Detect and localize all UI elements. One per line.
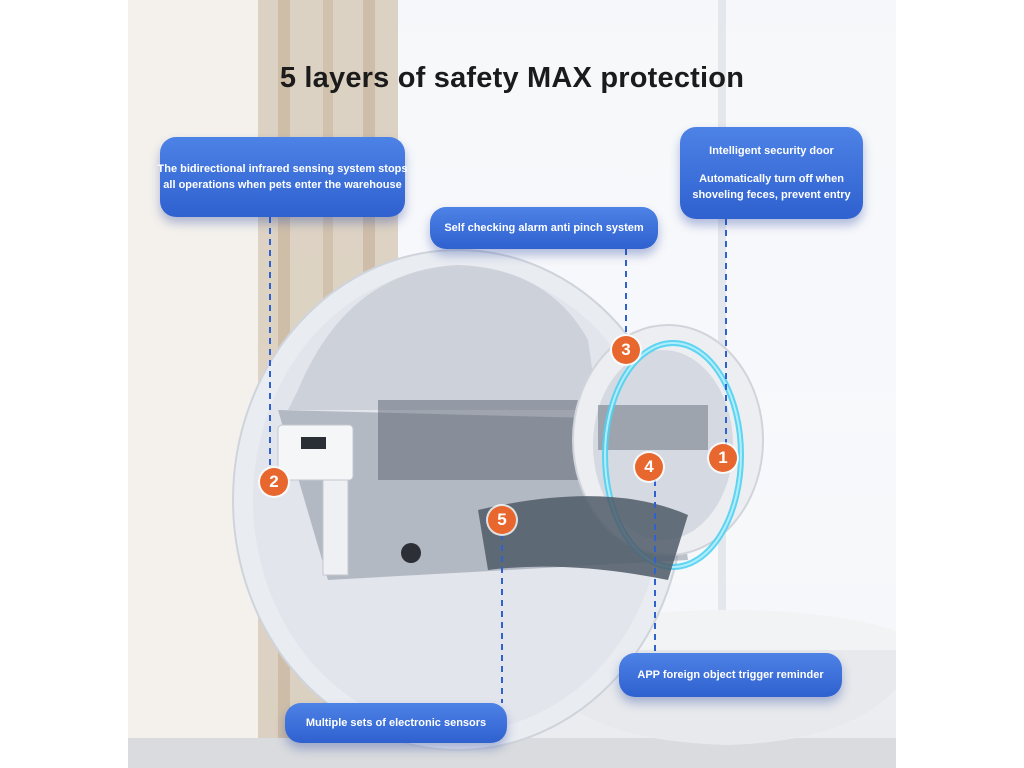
- callout-security-door: Intelligent security door Automatically …: [680, 127, 863, 219]
- callout-security-door-heading: Intelligent security door: [709, 145, 834, 157]
- inner-dome: [288, 265, 598, 410]
- callout-infrared-line2: all operations when pets enter the wareh…: [163, 179, 402, 191]
- callout-infrared: The bidirectional infrared sensing syste…: [157, 137, 408, 217]
- callout-sensors: Multiple sets of electronic sensors: [285, 703, 507, 743]
- marker-4: 4: [635, 453, 663, 481]
- product-photo: [128, 0, 896, 768]
- litter-box-illustration: [128, 0, 896, 768]
- callout-app-reminder-text: APP foreign object trigger reminder: [637, 669, 824, 681]
- leader-lines: [269, 217, 727, 703]
- marker-3: 3: [612, 336, 640, 364]
- callout-security-door-line1: Automatically turn off when: [699, 173, 844, 185]
- callout-security-door-line2: shoveling feces, prevent entry: [692, 189, 851, 201]
- callout-sensors-text: Multiple sets of electronic sensors: [305, 717, 487, 729]
- callout-infrared-line1: The bidirectional infrared sensing syste…: [157, 163, 408, 175]
- scoop: [478, 496, 688, 580]
- marker-1: 1: [709, 444, 737, 472]
- callout-anti-pinch: Self checking alarm anti pinch system: [430, 207, 658, 249]
- page-title: 5 layers of safety MAX protection: [279, 62, 745, 94]
- callout-anti-pinch-text: Self checking alarm anti pinch system: [444, 222, 644, 234]
- marker-5: 5: [488, 506, 516, 534]
- control-box: [277, 424, 354, 481]
- callout-app-reminder: APP foreign object trigger reminder: [619, 653, 842, 697]
- wall: [128, 0, 258, 760]
- marker-2: 2: [260, 468, 288, 496]
